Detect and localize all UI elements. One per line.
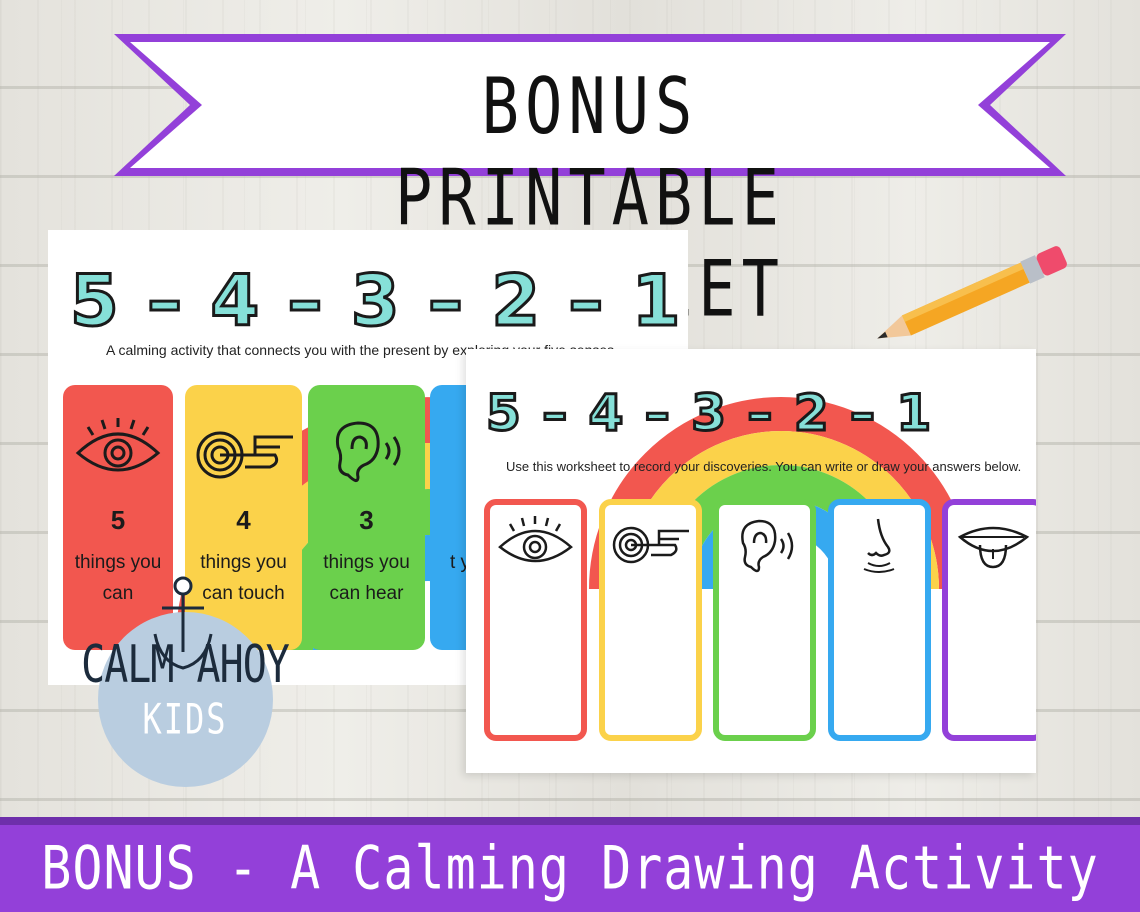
eye-icon — [498, 516, 573, 563]
card-number: 3 — [359, 505, 374, 535]
card-number: 4 — [236, 505, 251, 535]
touch-hand-icon — [612, 526, 689, 564]
card-hear: 3 things you can hear — [308, 385, 425, 650]
worksheet-preview-right: 5 – 4 – 3 – 2 – 1 Use this worksheet to … — [466, 349, 1036, 773]
tongue-icon — [957, 526, 1030, 569]
top-banner: BONUS PRINTABLE WORKSHEET — [110, 30, 1070, 334]
logo-name: CALM AHOY — [81, 635, 290, 695]
card-number: 5 — [110, 505, 126, 535]
calm-ahoy-kids-logo: CALM AHOY KIDS — [80, 572, 290, 787]
touch-hand-icon — [196, 431, 293, 479]
right-sheet-subtitle: Use this worksheet to record your discov… — [506, 459, 1022, 474]
nose-icon — [863, 518, 895, 573]
card-text: things you can — [74, 552, 162, 604]
ear-icon — [335, 421, 401, 482]
eye-icon — [75, 418, 161, 472]
footer-bar: BONUS - A Calming Drawing Activity — [0, 817, 1140, 912]
answer-box-touch[interactable] — [599, 499, 702, 741]
answer-box-taste[interactable] — [942, 499, 1036, 741]
answer-box-smell[interactable] — [828, 499, 931, 741]
card-text: things you can hear — [323, 552, 410, 604]
card-touch: 4 things you can touch — [185, 385, 302, 650]
card-text: things you can touch — [200, 552, 287, 604]
anchor-icon — [153, 576, 213, 670]
banner-ribbon — [114, 34, 1066, 176]
footer-text: BONUS - A Calming Drawing Activity — [41, 833, 1099, 903]
ear-icon — [741, 519, 794, 573]
card-see: 5 things you can — [63, 385, 173, 650]
right-sheet-title: 5 – 4 – 3 – 2 – 1 — [484, 383, 934, 444]
pencil-icon — [877, 246, 1067, 339]
left-sheet-title: 5 – 4 – 3 – 2 – 1 — [69, 259, 683, 344]
answer-box-see[interactable] — [484, 499, 587, 741]
logo-sub: KIDS — [142, 694, 228, 744]
logo-circle — [98, 612, 273, 787]
answer-box-hear[interactable] — [713, 499, 816, 741]
